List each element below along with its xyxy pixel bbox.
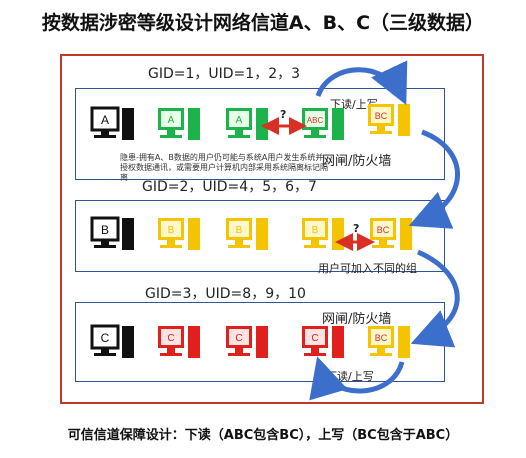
pc-b1-icon: B [158, 218, 200, 250]
pc-c3-icon: C [302, 326, 344, 358]
row2-to-row3-arrow [410, 249, 460, 348]
top-read-write-arrow [315, 60, 408, 106]
svg-text:A: A [168, 115, 175, 126]
page-title: 按数据涉密等级设计网络信道A、B、C（三级数据） [41, 12, 485, 34]
pc-a2-icon: A [226, 108, 268, 140]
row1-firewall-label: 网闸/防火墙 [322, 154, 392, 169]
svg-text:B: B [168, 225, 175, 236]
row2-user-note: 用户可加入不同的组 [318, 262, 417, 275]
pc-abc-icon: ABC [302, 108, 344, 140]
row1-label: GID=1，UID=1，2，3 [148, 66, 301, 82]
row2-question: ? [353, 222, 360, 235]
pc-bc-firewall1-icon: BC [368, 104, 410, 136]
row1-to-row2-arrow [408, 129, 460, 229]
pc-a1-icon: A [158, 108, 200, 140]
svg-text:C: C [235, 333, 242, 344]
pc-bc-firewall2-icon: BC [368, 326, 410, 358]
row1-note: 隐患-拥有A、B数据的用户仍可能与系统A用户发生系统并授权数据通讯，或需要用户计… [120, 153, 328, 182]
svg-text:C: C [101, 331, 110, 345]
pc-bc-row2-icon: BC [370, 218, 412, 250]
svg-text:BC: BC [375, 333, 388, 343]
bottom-read-write-arrow [309, 356, 405, 401]
svg-text:ABC: ABC [307, 116, 324, 125]
svg-text:B: B [236, 225, 243, 236]
row3-firewall-label: 网闸/防火墙 [322, 312, 392, 327]
pc-c1-icon: C [158, 326, 200, 358]
svg-text:B: B [312, 225, 319, 236]
footer-text: 可信信道保障设计：下读（ABC包含BC），上写（BC包含于ABC） [67, 428, 459, 443]
row1-question: ? [280, 108, 287, 121]
server-a-icon: A [90, 106, 134, 140]
row2-label: GID=2，UID=4，5，6，7 [142, 179, 317, 195]
outer-frame [60, 54, 484, 404]
svg-text:B: B [101, 223, 109, 237]
svg-text:C: C [167, 333, 174, 344]
pc-b2-icon: B [226, 218, 268, 250]
pc-b3-icon: B [302, 218, 344, 250]
svg-text:A: A [101, 113, 109, 127]
server-c-icon: C [90, 324, 134, 358]
pc-c2-icon: C [226, 326, 268, 358]
server-b-icon: B [90, 216, 134, 250]
svg-text:BC: BC [375, 111, 388, 121]
row1-read-write-label: 下读/上写 [330, 98, 378, 111]
svg-text:C: C [311, 333, 318, 344]
svg-text:A: A [236, 115, 243, 126]
row3-label: GID=3，UID=8，9，10 [145, 286, 306, 302]
svg-text:BC: BC [377, 225, 390, 235]
